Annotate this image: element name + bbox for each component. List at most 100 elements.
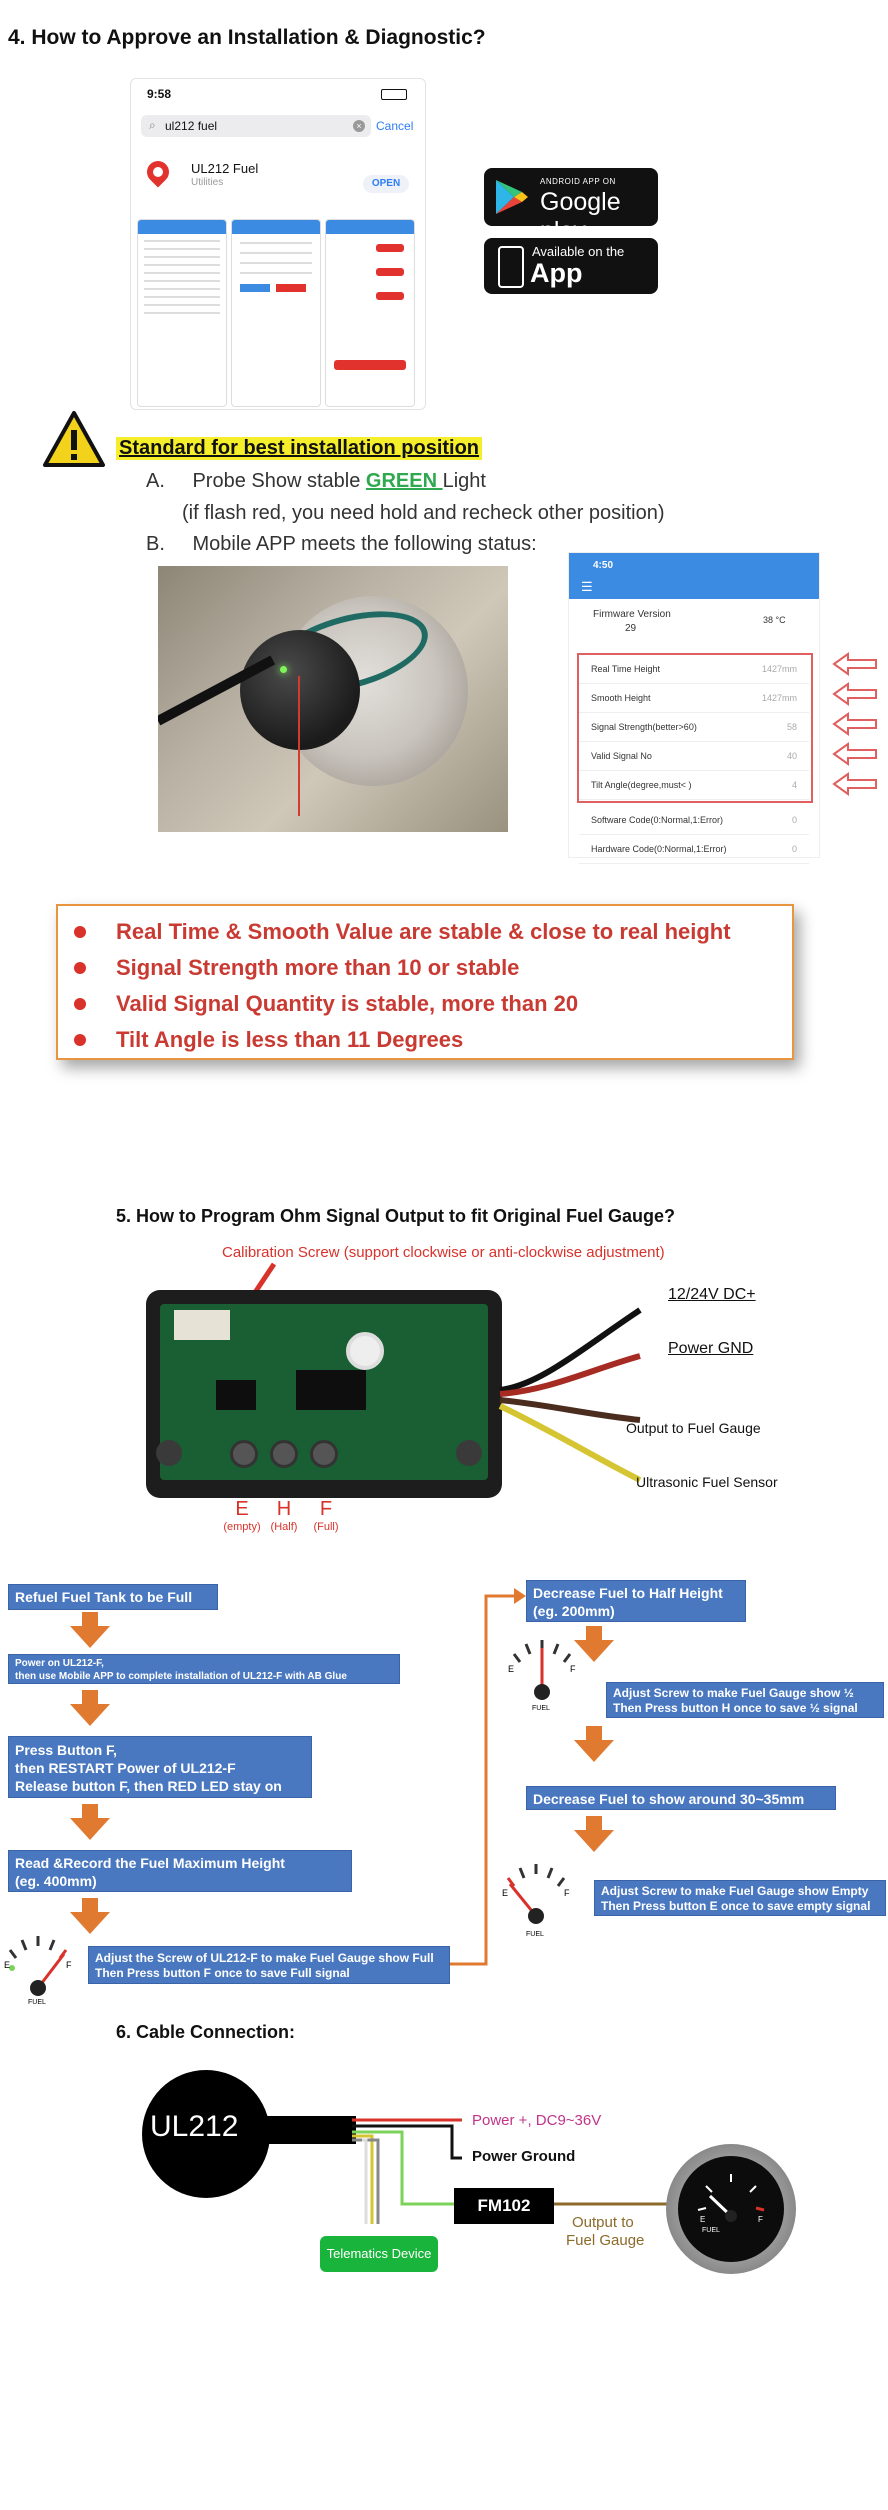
flow-arrow: [70, 1690, 110, 1726]
calibration-label: Calibration Screw (support clockwise or …: [222, 1244, 665, 1261]
open-button[interactable]: OPEN: [363, 175, 409, 193]
status-row-label: Valid Signal No: [591, 751, 652, 761]
menu-icon[interactable]: ☰: [581, 579, 593, 594]
button-label-f: F (Full): [300, 1498, 352, 1533]
button-f[interactable]: [310, 1440, 338, 1468]
gauge-e-label: E: [502, 1888, 508, 1898]
bullet-icon: [74, 962, 86, 974]
item-b: B. Mobile APP meets the following status…: [146, 533, 537, 556]
output-label: Output to Fuel Gauge: [566, 2214, 644, 2250]
button-letter: H: [276, 1498, 292, 1520]
bullet-icon: [74, 926, 86, 938]
item-b-text: Mobile APP meets the following status:: [192, 533, 537, 555]
output-line2: Fuel Gauge: [566, 2232, 645, 2249]
section6-title: 6. Cable Connection:: [116, 2022, 296, 2042]
button-e[interactable]: [230, 1440, 258, 1468]
firmware-value: 29: [625, 623, 637, 634]
wire-label: Power GND: [668, 1340, 754, 1357]
search-icon: ⌕: [149, 118, 156, 132]
status-time: 9:58: [147, 87, 172, 101]
app-store-badge[interactable]: Available on the App Store: [484, 238, 658, 319]
status-row-value: 1427mm: [761, 664, 797, 674]
button-label-e: E (empty): [216, 1498, 268, 1533]
search-input[interactable]: ⌕ ul212 fuel ×: [141, 115, 371, 137]
item-a-note: (if flash red, you need hold and recheck…: [182, 502, 665, 524]
button-letter: E: [235, 1498, 249, 1520]
status-row-label: Signal Strength(better>60): [591, 722, 697, 732]
checklist-text: Tilt Angle is less than 11 Degrees: [116, 1027, 464, 1052]
checklist-box: Real Time & Smooth Value are stable & cl…: [56, 904, 794, 1060]
status-row: Hardware Code(0:Normal,1:Error)0: [579, 835, 809, 864]
gauge-fuel-label: FUEL: [28, 1999, 46, 2006]
phone-icon: [498, 246, 524, 288]
flow-arrow: [70, 1804, 110, 1840]
status-row: Software Code(0:Normal,1:Error) 0: [579, 806, 809, 835]
standard-heading: Standard for best installation position: [116, 437, 483, 460]
button-label-h: H (Half): [258, 1498, 310, 1533]
checklist-item: Real Time & Smooth Value are stable & cl…: [74, 914, 792, 950]
app-header: 4:50 ☰: [569, 553, 819, 599]
bullet-icon: [74, 998, 86, 1010]
item-a-letter: A.: [146, 470, 165, 492]
status-row-value: 0: [791, 815, 797, 825]
google-play-badge[interactable]: ANDROID APP ON Google play: [484, 168, 658, 245]
item-a-green: GREEN: [365, 470, 443, 492]
button-h[interactable]: [270, 1440, 298, 1468]
green-led: [280, 666, 287, 673]
mount-hole: [156, 1440, 182, 1466]
output-line1: Output to: [572, 2214, 634, 2231]
status-row-value: 58: [786, 722, 797, 732]
app-name: UL212 Fuel: [191, 161, 259, 176]
gauge-f-label: F: [570, 1664, 576, 1674]
apple-big-text: App Store: [530, 258, 600, 319]
gauge-fuel-label: FUEL: [702, 2227, 720, 2234]
gauge-dial-icon: E F FUEL: [697, 2174, 765, 2234]
status-row-value: 4: [791, 780, 797, 790]
bullet-icon: [74, 1034, 86, 1046]
pointer-arrows: [832, 652, 877, 796]
button-sub: (Half): [270, 1521, 298, 1533]
flow-step-6: Decrease Fuel to Half Height (eg. 200mm): [526, 1580, 746, 1622]
fuel-gauge: E F FUEL: [666, 2144, 796, 2274]
status-row-value: 0: [791, 844, 797, 854]
gauge-f-label: F: [758, 2215, 763, 2224]
probe-photo: [158, 566, 508, 832]
item-a-text: Probe Show stable: [192, 470, 366, 492]
cancel-button[interactable]: Cancel: [376, 119, 414, 133]
gauge-e-label: E: [700, 2215, 705, 2224]
gauge-e-label: E: [4, 1960, 10, 1970]
section4-title: 4. How to Approve an Installation & Diag…: [8, 26, 486, 49]
item-a: A. Probe Show stable GREEN Light: [146, 470, 486, 493]
flow-connector: [450, 1588, 526, 1966]
wire-label: 12/24V DC+: [668, 1286, 756, 1303]
gauge-f-label: F: [564, 1888, 570, 1898]
status-row-label: Tilt Angle(degree,must< ): [591, 780, 692, 790]
capacitor: [346, 1332, 384, 1370]
fm102-box: FM102: [454, 2188, 554, 2224]
apple-small-text: Available on the: [532, 244, 625, 259]
flow-step-4: Read &Record the Fuel Maximum Height (eg…: [8, 1850, 352, 1892]
flow-step-7: Adjust Screw to make Fuel Gauge show ½ T…: [606, 1682, 884, 1718]
status-row-value: 1427mm: [761, 693, 797, 703]
wire-label: Ultrasonic Fuel Sensor: [636, 1474, 778, 1490]
gauge-fuel-label: FUEL: [532, 1705, 550, 1712]
highlight-frame: [577, 653, 813, 803]
flow-arrow: [574, 1726, 614, 1762]
status-row-label: Software Code(0:Normal,1:Error): [591, 815, 724, 825]
gauge-fuel-label: FUEL: [526, 1931, 544, 1938]
checklist-item: Signal Strength more than 10 or stable: [74, 950, 792, 986]
clear-icon[interactable]: ×: [353, 120, 365, 132]
ul212-label: UL212: [150, 2110, 239, 2143]
checklist-item: Tilt Angle is less than 11 Degrees: [74, 1022, 792, 1058]
item-b-letter: B.: [146, 533, 165, 555]
checklist-text: Signal Strength more than 10 or stable: [116, 955, 520, 980]
chip: [216, 1380, 256, 1410]
app-status-time: 4:50: [593, 560, 614, 571]
flow-arrow: [70, 1898, 110, 1934]
app-category: Utilities: [191, 177, 224, 188]
checklist-item: Valid Signal Quantity is stable, more th…: [74, 986, 792, 1022]
gauge-face: [678, 2156, 784, 2262]
flow-step-8: Decrease Fuel to show around 30~35mm: [526, 1786, 836, 1810]
